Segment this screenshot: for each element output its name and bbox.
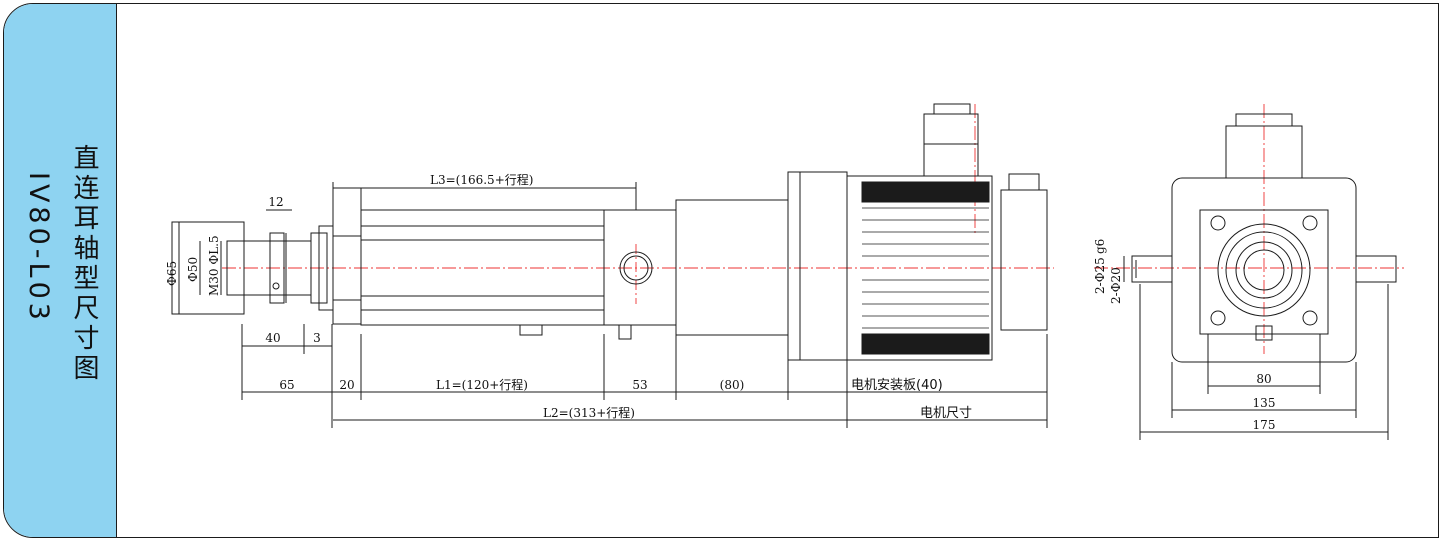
dim-motor-size: 电机尺寸 xyxy=(920,406,972,421)
dim-3: 3 xyxy=(313,331,321,345)
dim-l1: L1=(120+行程) xyxy=(436,377,528,392)
dim-r135: 135 xyxy=(1253,396,1276,410)
dim-r175: 175 xyxy=(1253,418,1276,432)
dimension-drawing: 12 L3=(166.5+行程) 40 3 65 20 L1=(120+行程) … xyxy=(165,103,1404,440)
dim-l3: L3=(166.5+行程) xyxy=(430,172,533,187)
dim-53: 53 xyxy=(632,378,647,392)
dim-65: 65 xyxy=(279,378,294,392)
sidebar: 直连耳轴型尺寸图 IV80-L03 xyxy=(4,4,117,537)
dim-r80: 80 xyxy=(1256,372,1271,386)
dim-12: 12 xyxy=(268,195,283,209)
dim-motor-plate: 电机安装板(40) xyxy=(851,378,943,393)
dim-m30: M30 ΦL.5 xyxy=(207,235,221,296)
dim-80p: (80) xyxy=(720,378,745,392)
dim-2phi20: 2-Φ20 xyxy=(1109,267,1123,304)
sidebar-title: 直连耳轴型尺寸图 xyxy=(69,144,99,384)
dim-l2: L2=(313+行程) xyxy=(543,405,635,420)
dim-phi50: Φ50 xyxy=(186,257,200,282)
dim-40: 40 xyxy=(265,331,280,345)
drawing-frame: 直连耳轴型尺寸图 IV80-L03 xyxy=(3,3,1439,538)
dim-g6: g6 xyxy=(1093,239,1107,254)
dim-phi65: Φ65 xyxy=(165,261,179,286)
dim-2phi25: 2-Φ25 xyxy=(1093,257,1107,294)
dim-20: 20 xyxy=(339,378,354,392)
